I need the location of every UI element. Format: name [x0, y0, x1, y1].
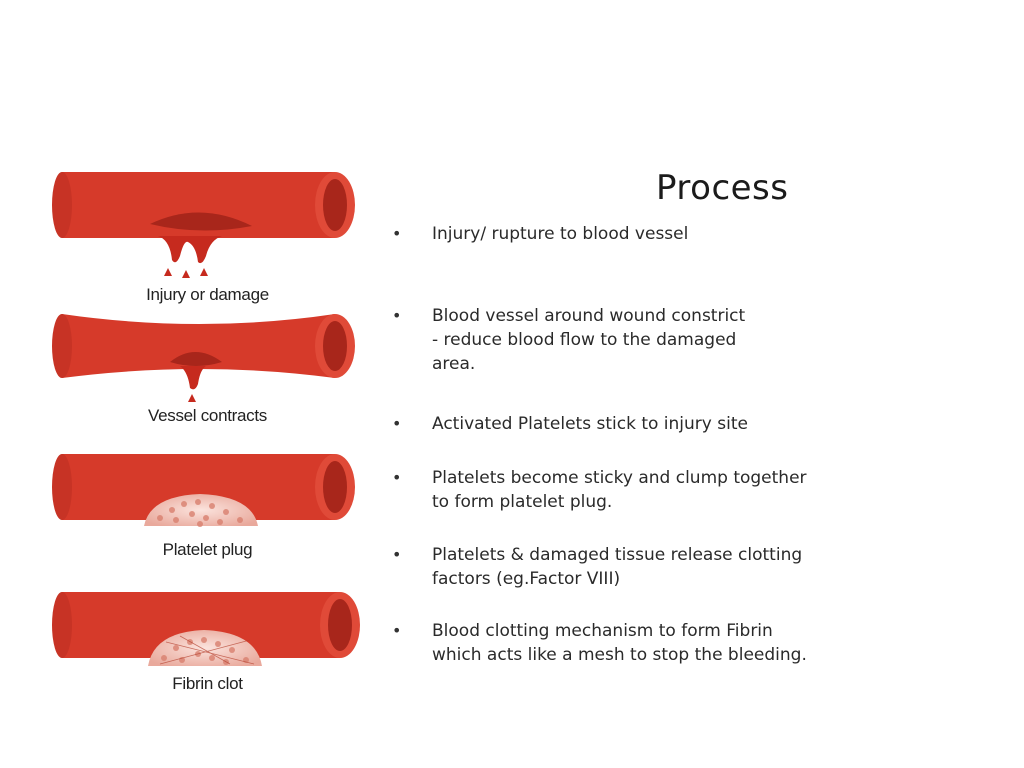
page-title: Process: [656, 168, 789, 208]
vessel-platelet-plug: [52, 454, 355, 527]
vessel-contracted: [52, 314, 355, 402]
list-item: • Platelets & damaged tissue release clo…: [392, 543, 992, 591]
stage-label-platelet-plug: Platelet plug: [162, 540, 253, 559]
list-item: • Blood clotting mechanism to form Fibri…: [392, 619, 992, 667]
bullet-text: Blood vessel around wound constrict - re…: [432, 306, 746, 374]
bullet-text: Injury/ rupture to blood vessel: [432, 224, 689, 244]
bullet-text: Platelets & damaged tissue release clott…: [432, 545, 803, 589]
stage-label-vessel-contracts: Vessel contracts: [148, 406, 267, 425]
vessel-injury: [52, 172, 355, 278]
bullet-icon: •: [392, 306, 402, 325]
stage-label-fibrin-clot: Fibrin clot: [172, 674, 243, 693]
list-item: • Injury/ rupture to blood vessel: [392, 222, 992, 246]
bullet-icon: •: [392, 468, 402, 487]
bullet-text: Blood clotting mechanism to form Fibrin …: [432, 621, 807, 665]
stage-label-injury: Injury or damage: [146, 285, 269, 304]
list-item: • Blood vessel around wound constrict - …: [392, 304, 992, 376]
bullet-icon: •: [392, 545, 402, 564]
list-item: • Activated Platelets stick to injury si…: [392, 412, 992, 436]
vessel-fibrin-clot: [52, 592, 360, 666]
list-item: • Platelets become sticky and clump toge…: [392, 466, 992, 514]
bullet-icon: •: [392, 621, 402, 640]
bullet-text: Platelets become sticky and clump togeth…: [432, 468, 807, 512]
bullet-icon: •: [392, 224, 402, 243]
bullet-text: Activated Platelets stick to injury site: [432, 414, 748, 434]
bullet-icon: •: [392, 414, 402, 433]
